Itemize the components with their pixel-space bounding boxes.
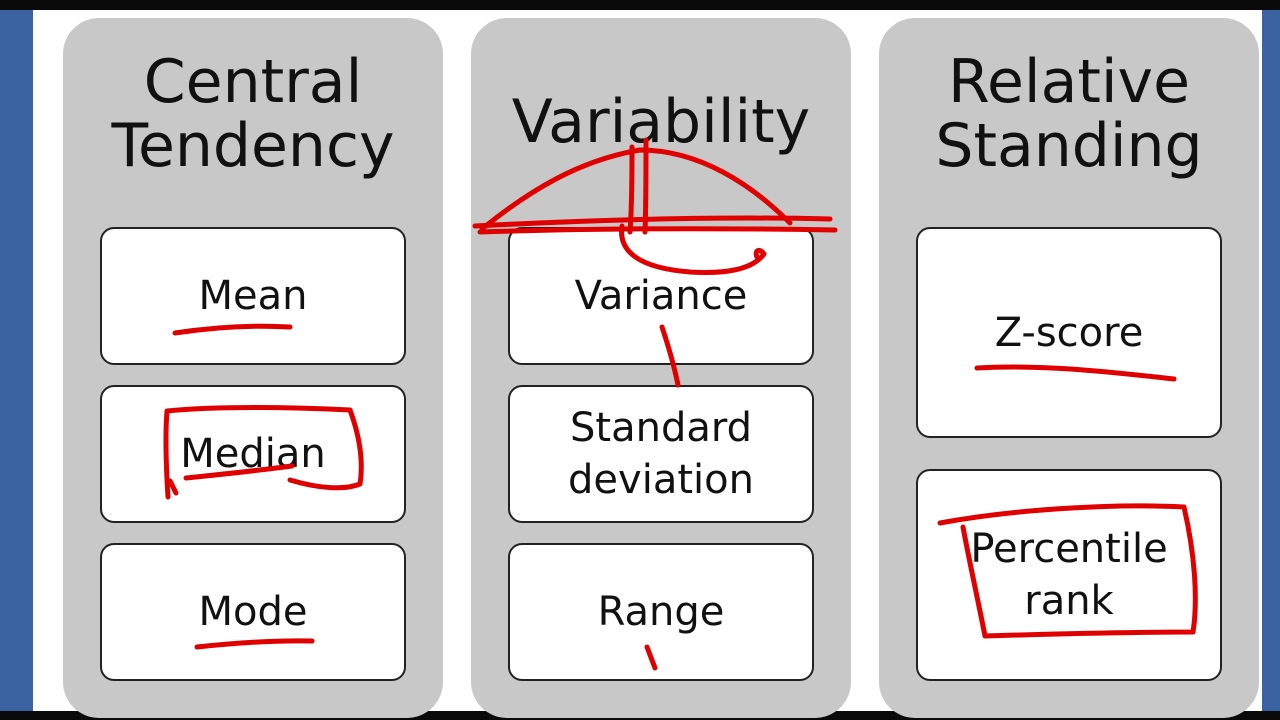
top-frame-bar — [0, 0, 1280, 10]
z-score-card: Z-score — [916, 227, 1222, 438]
percentile-rank-card: Percentile rank — [916, 469, 1222, 681]
central-tendency-title: Central Tendency — [111, 47, 395, 181]
relative-standing-panel: Relative Standing Z-score Percentile ran… — [879, 18, 1259, 718]
mode-card: Mode — [100, 543, 406, 681]
variance-card: Variance — [508, 227, 814, 365]
right-frame-bar — [1262, 10, 1280, 711]
mean-card: Mean — [100, 227, 406, 365]
standard-deviation-card: Standard deviation — [508, 385, 814, 523]
variability-panel: Variability Variance Standard deviation … — [471, 18, 851, 718]
relative-standing-title: Relative Standing — [935, 47, 1203, 181]
median-card: Median — [100, 385, 406, 523]
central-tendency-panel: Central Tendency Mean Median Mode — [63, 18, 443, 718]
variability-title: Variability — [511, 87, 811, 157]
range-card: Range — [508, 543, 814, 681]
left-frame-bar — [0, 10, 33, 711]
